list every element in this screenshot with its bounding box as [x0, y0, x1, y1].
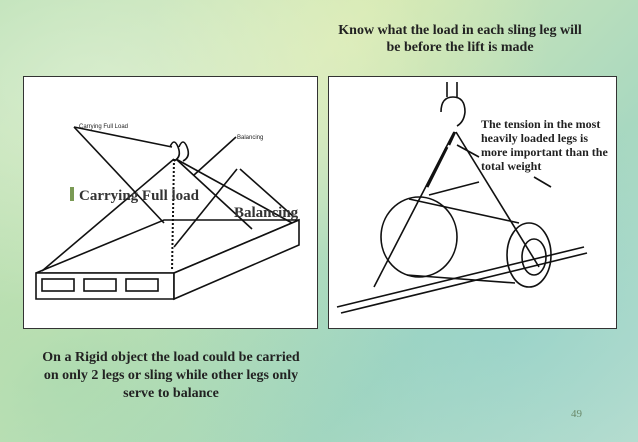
slide-title: Know what the load in each sling leg wil…: [300, 22, 620, 56]
footer-line1: On a Rigid object the load could be carr…: [42, 350, 300, 365]
accent-bar: [70, 187, 74, 201]
label-carrying-full-load: Carrying Full load: [70, 187, 199, 205]
label-carrying-text: Carrying Full load: [79, 188, 200, 204]
tension-note: The tension in the most heavily loaded l…: [481, 117, 608, 173]
rigid-load-diagram-panel: Carrying Full Load Balancing Carrying Fu…: [23, 76, 318, 329]
tension-diagram-panel: The tension in the most heavily loaded l…: [328, 76, 617, 329]
slide-title-line2: be before the lift is made: [386, 40, 534, 55]
tension-drawing: [336, 82, 588, 314]
rigid-load-drawing: Carrying Full Load Balancing: [35, 124, 300, 301]
footer-line3: serve to balance: [123, 386, 219, 401]
page-number: 49: [571, 408, 582, 420]
slide-title-line1: Know what the load in each sling leg wil…: [338, 23, 582, 38]
label-balancing: Balancing: [234, 205, 299, 221]
small-label-balancing: Balancing: [237, 135, 263, 141]
small-label-carrying: Carrying Full Load: [79, 124, 128, 130]
slide-footer-text: On a Rigid object the load could be carr…: [16, 349, 326, 403]
footer-line2: on only 2 legs or sling while other legs…: [43, 368, 299, 383]
